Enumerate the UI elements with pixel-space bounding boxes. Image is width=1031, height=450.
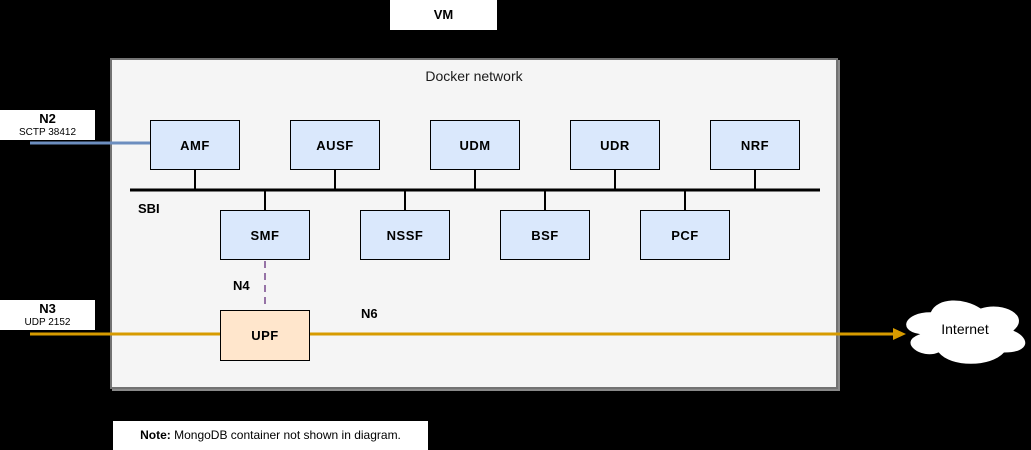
n6-label: N6	[361, 306, 378, 321]
note-box: Note: MongoDB container not shown in dia…	[113, 421, 428, 450]
n2-name: N2	[39, 110, 56, 126]
nf-box-udr: UDR	[570, 120, 660, 170]
sbi-label: SBI	[138, 201, 160, 216]
vm-label: VM	[390, 0, 497, 30]
internet-label: Internet	[941, 321, 989, 337]
n3-name: N3	[39, 300, 56, 316]
n4-label: N4	[233, 278, 250, 293]
nf-box-udm: UDM	[430, 120, 520, 170]
n2-detail: SCTP 38412	[18, 127, 77, 139]
nf-box-smf: SMF	[220, 210, 310, 260]
n2-interface-tag: N2 SCTP 38412	[0, 110, 95, 140]
nf-box-upf: UPF	[220, 310, 310, 361]
nf-box-bsf: BSF	[500, 210, 590, 260]
nf-box-nssf: NSSF	[360, 210, 450, 260]
nf-box-nrf: NRF	[710, 120, 800, 170]
n3-interface-tag: N3 UDP 2152	[0, 300, 95, 330]
n3-detail: UDP 2152	[24, 317, 71, 329]
docker-network-title: Docker network	[425, 68, 523, 84]
nf-box-amf: AMF	[150, 120, 240, 170]
note-text: MongoDB container not shown in diagram.	[170, 427, 401, 442]
nf-box-pcf: PCF	[640, 210, 730, 260]
note-prefix: Note:	[140, 427, 171, 442]
nf-box-ausf: AUSF	[290, 120, 380, 170]
